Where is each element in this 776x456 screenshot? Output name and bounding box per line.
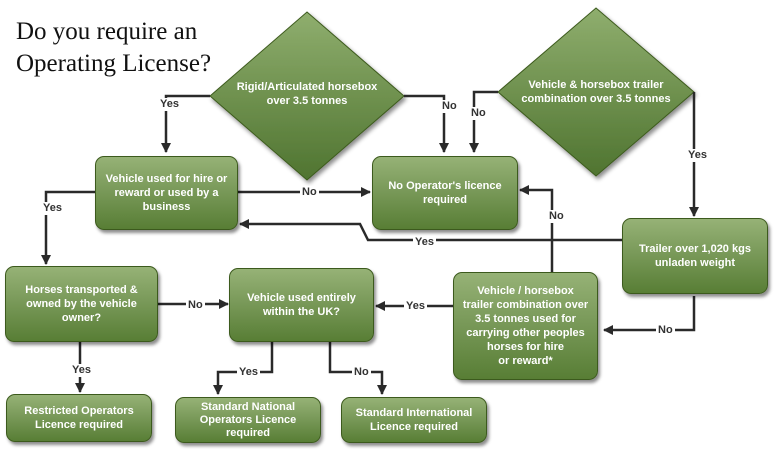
edge-trailer-yes bbox=[239, 219, 622, 242]
label-carrying-yes: Yes bbox=[404, 300, 427, 313]
node-carrying-others-horses: Vehicle / horsebox trailer combination o… bbox=[453, 272, 598, 380]
diagram-title: Do you require an Operating License? bbox=[16, 18, 212, 77]
node-horses-owned: Horses transported & owned by the vehicl… bbox=[5, 266, 158, 342]
edge-carrying-no bbox=[519, 185, 554, 272]
label-combo-no: No bbox=[469, 107, 488, 120]
node-trailer-weight: Trailer over 1,020 kgs unladen weight bbox=[622, 218, 768, 294]
label-uk-yes: Yes bbox=[237, 366, 260, 379]
label-rigid-no: No bbox=[440, 100, 459, 113]
label-horses-no: No bbox=[186, 299, 205, 312]
node-no-operator-licence: No Operator's licence required bbox=[372, 156, 518, 230]
node-standard-international-licence: Standard International Licence required bbox=[341, 397, 487, 443]
edge-trailer-no bbox=[603, 296, 696, 335]
label-horses-yes: Yes bbox=[70, 364, 93, 377]
label-rigid-yes: Yes bbox=[158, 98, 181, 111]
node-within-uk: Vehicle used entirely within the UK? bbox=[229, 268, 374, 342]
label-trailer-no: No bbox=[656, 324, 675, 337]
edge-combo-no bbox=[469, 90, 498, 153]
decision-trailer-combination: Vehicle & horsebox trailer combination o… bbox=[521, 79, 671, 105]
label-hire-yes: Yes bbox=[41, 202, 64, 215]
label-carrying-no: No bbox=[547, 210, 566, 223]
edge-hire-yes bbox=[41, 190, 96, 265]
node-hire-or-reward: Vehicle used for hire or reward or used … bbox=[95, 156, 238, 230]
node-restricted-licence: Restricted Operators Licence required bbox=[6, 394, 152, 442]
decision-rigid-horsebox: Rigid/Articulated horsebox over 3.5 tonn… bbox=[236, 81, 378, 107]
label-trailer-yes: Yes bbox=[413, 236, 436, 249]
decision-diamond-trailer-combo bbox=[497, 7, 695, 177]
edge-rigid-no bbox=[404, 94, 449, 153]
label-combo-yes: Yes bbox=[686, 149, 709, 162]
label-uk-no: No bbox=[352, 366, 371, 379]
label-hire-no: No bbox=[300, 186, 319, 199]
decision-diamond-rigid bbox=[209, 11, 405, 181]
edge-rigid-yes bbox=[161, 94, 210, 153]
node-standard-national-licence: Standard National Operators Licence requ… bbox=[175, 397, 321, 443]
